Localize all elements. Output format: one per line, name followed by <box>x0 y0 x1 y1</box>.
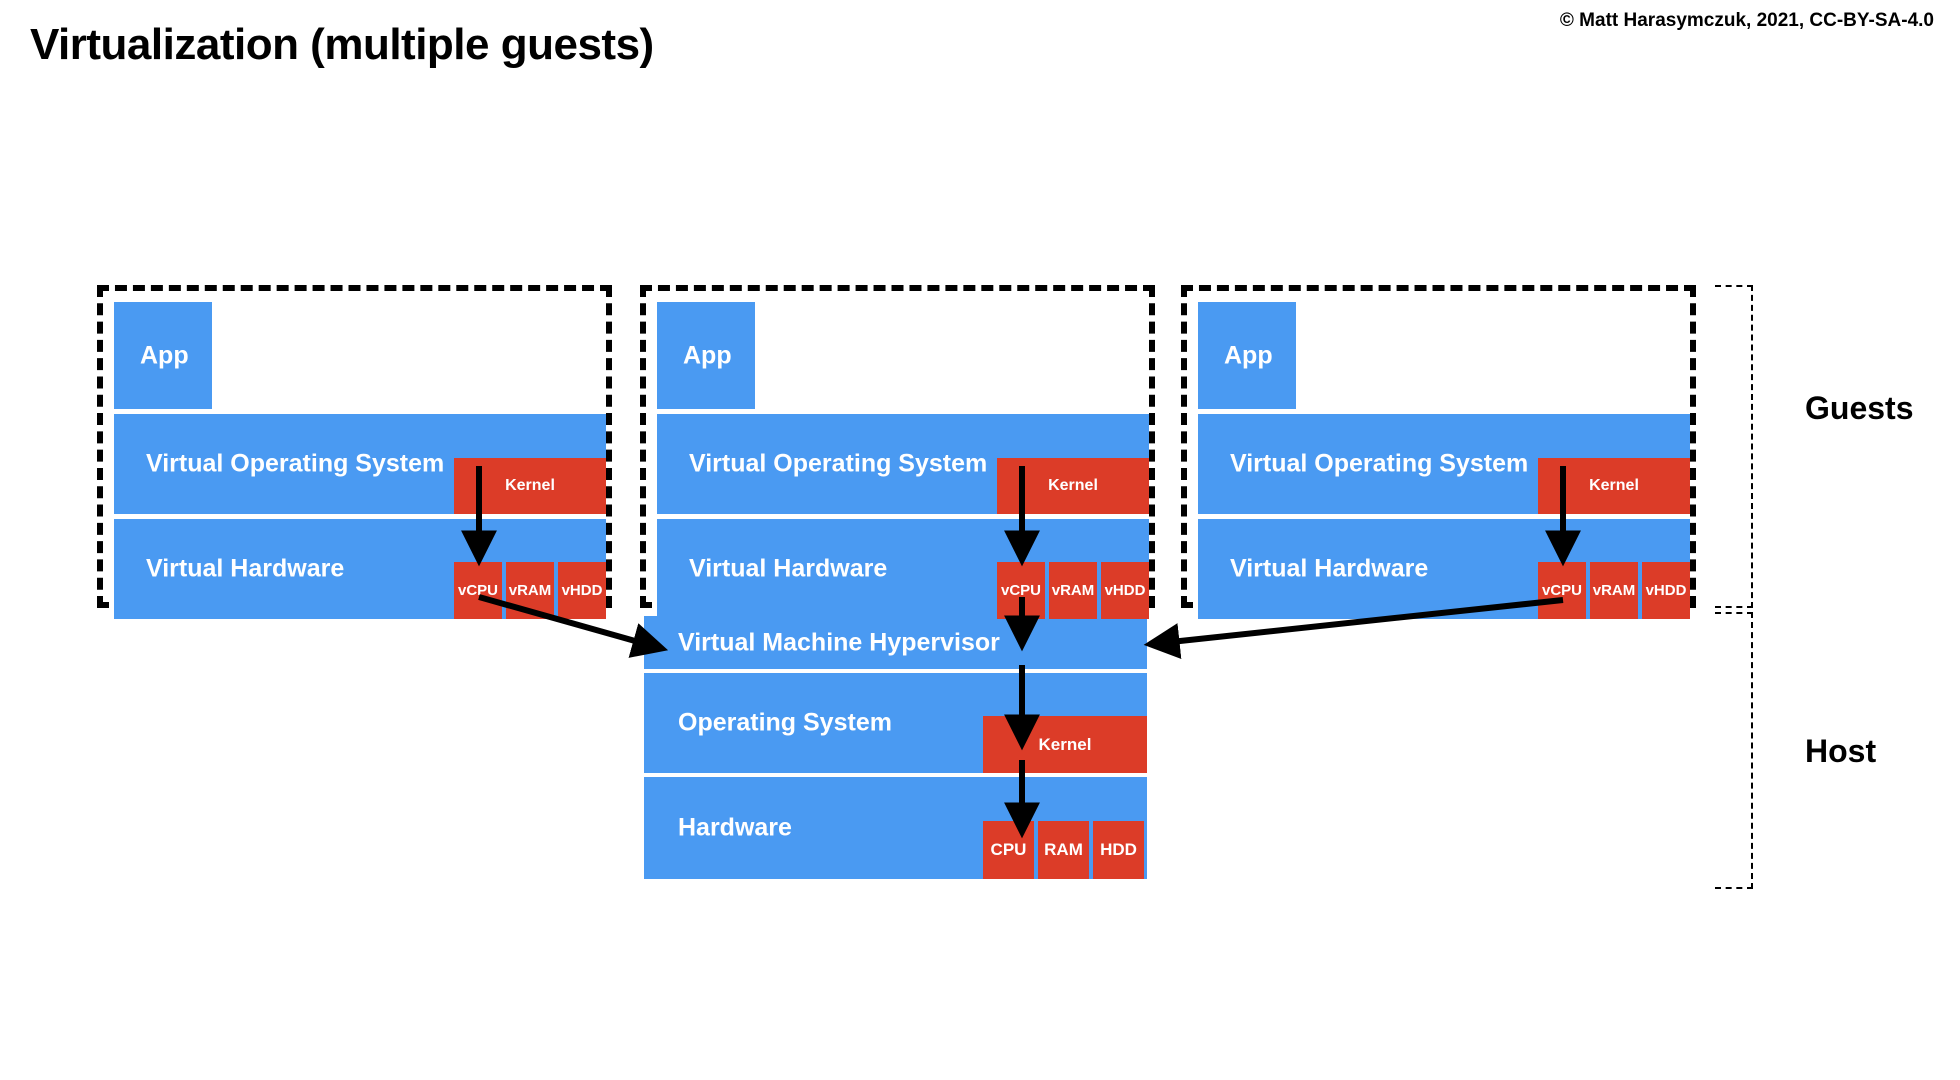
guest-3-virtual-os-label: Virtual Operating System <box>1230 449 1529 478</box>
guest-1-app-label: App <box>140 341 189 369</box>
host-operating-system-label: Operating System <box>678 708 892 737</box>
page-title: Virtualization (multiple guests) <box>30 20 654 69</box>
host-bracket <box>1715 612 1753 889</box>
guest-3-device-vhdd: vHDD <box>1642 562 1690 619</box>
host-hardware-label: Hardware <box>678 813 792 842</box>
guest-3-device-vcpu: vCPU <box>1538 562 1586 619</box>
host-side-label: Host <box>1805 733 1877 769</box>
guest-container-1: App Virtual Operating System Kernel Virt… <box>97 285 612 619</box>
guest-1-device-vcpu: vCPU <box>454 562 502 619</box>
host-kernel-box: Kernel <box>983 716 1147 773</box>
guest-2-device-vhdd: vHDD <box>1101 562 1149 619</box>
guest-3-kernel-box: Kernel <box>1538 458 1690 514</box>
guest-2-device-vcpu: vCPU <box>997 562 1045 619</box>
guests-bracket <box>1715 285 1753 608</box>
guest-2-virtual-hardware-label: Virtual Hardware <box>689 554 888 583</box>
guest-1-device-vram: vRAM <box>506 562 554 619</box>
host-hypervisor: Virtual Machine Hypervisor <box>644 616 1147 669</box>
host-device-hdd: HDD <box>1093 821 1144 879</box>
guest-container-2: App Virtual Operating System Kernel Virt… <box>640 285 1155 619</box>
guest-1-virtual-hardware-label: Virtual Hardware <box>146 554 345 583</box>
guest-container-3: App Virtual Operating System Kernel Virt… <box>1181 285 1696 619</box>
guest-2-virtual-os-label: Virtual Operating System <box>689 449 988 478</box>
host-device-ram: RAM <box>1038 821 1089 879</box>
host-hypervisor-label: Virtual Machine Hypervisor <box>678 628 1000 656</box>
host-device-cpu: CPU <box>983 821 1034 879</box>
guest-1-app-box: App <box>114 302 212 409</box>
guest-2-kernel-box: Kernel <box>997 458 1149 514</box>
guest-2-device-vram: vRAM <box>1049 562 1097 619</box>
guest-1-device-vhdd: vHDD <box>558 562 606 619</box>
guest-2-app-label: App <box>683 341 732 369</box>
guest-1-kernel-box: Kernel <box>454 458 606 514</box>
guest-2-app-box: App <box>657 302 755 409</box>
guest-3-virtual-hardware-label: Virtual Hardware <box>1230 554 1429 583</box>
host-container: Virtual Machine Hypervisor Operating Sys… <box>644 616 1147 879</box>
copyright-notice: © Matt Harasymczuk, 2021, CC-BY-SA-4.0 <box>1559 10 1934 31</box>
guest-3-app-label: App <box>1224 341 1273 369</box>
guests-side-label: Guests <box>1805 390 1914 426</box>
guest-3-app-box: App <box>1198 302 1296 409</box>
guest-3-device-vram: vRAM <box>1590 562 1638 619</box>
guest-1-virtual-os-label: Virtual Operating System <box>146 449 445 478</box>
